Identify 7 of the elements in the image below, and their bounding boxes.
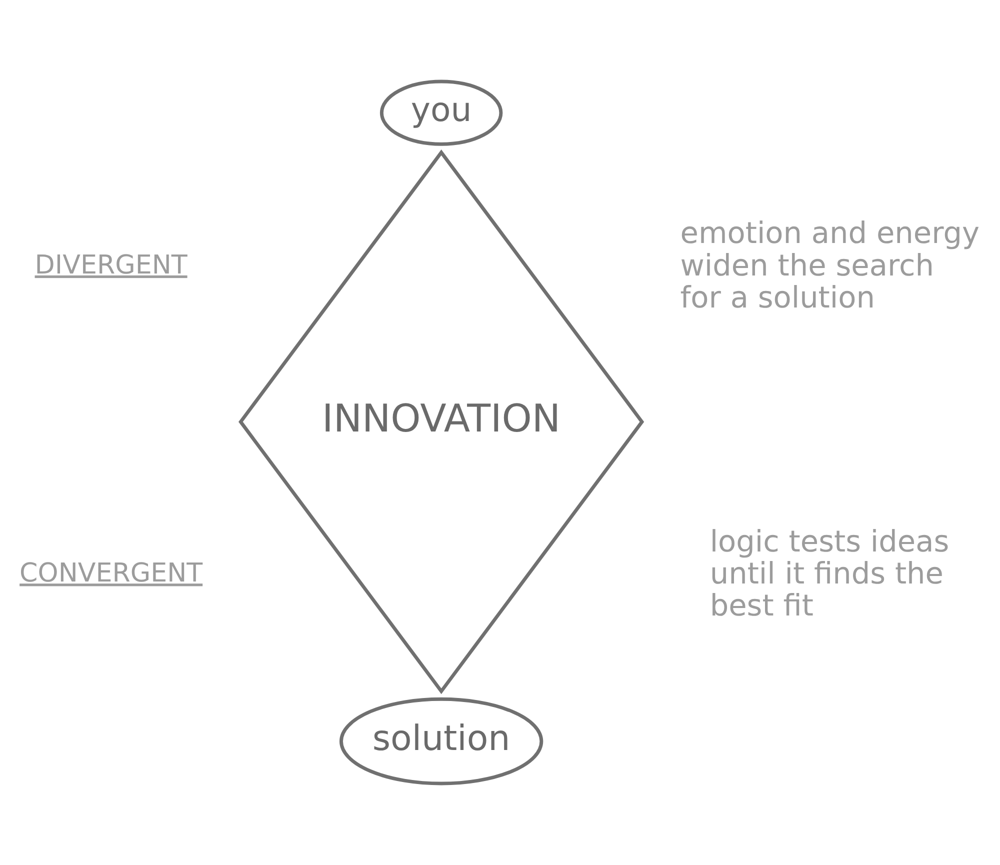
label: logic tests ideas until it finds the best fit xyxy=(709,524,949,623)
label: emotion and energy widen the search for a solution xyxy=(680,216,980,315)
label: CONVERGENT xyxy=(19,558,202,589)
node-ellipse: you xyxy=(379,80,502,146)
label: DIVERGENT xyxy=(34,250,187,280)
node-diamond: INNOVATION xyxy=(238,150,644,694)
node-ellipse: solution xyxy=(338,697,543,786)
